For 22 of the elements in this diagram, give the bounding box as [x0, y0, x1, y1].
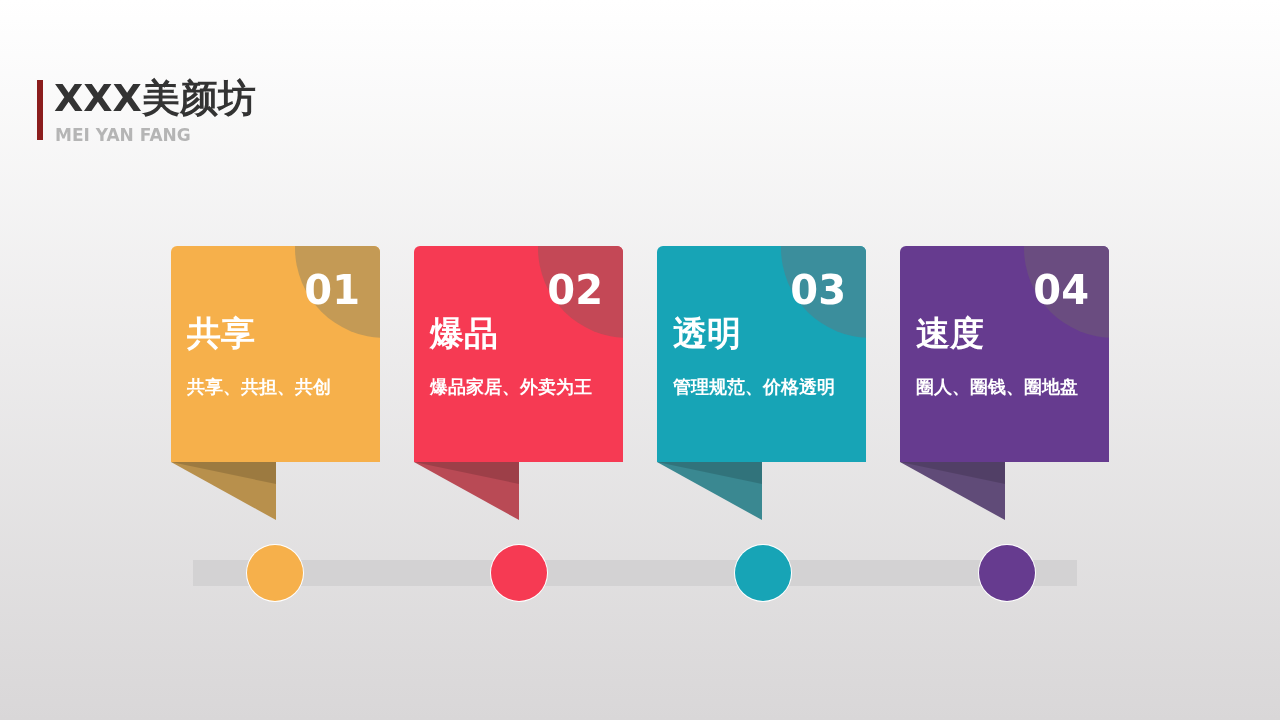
ribbon-card	[900, 246, 1109, 462]
card-heading: 爆品	[430, 312, 498, 354]
timeline-dot	[247, 545, 303, 601]
card-description: 爆品家居、外卖为王	[430, 375, 592, 399]
card-description: 管理规范、价格透明	[673, 375, 835, 399]
ribbon-card	[657, 246, 866, 462]
card-description: 共享、共担、共创	[187, 375, 331, 399]
card-heading: 透明	[673, 312, 741, 354]
card-heading: 速度	[916, 312, 984, 354]
ribbon-card	[171, 246, 380, 462]
step-number: 04	[1033, 266, 1089, 314]
step-number: 01	[304, 266, 360, 314]
subtitle: MEI YAN FANG	[55, 124, 191, 146]
step-number: 02	[547, 266, 603, 314]
ribbon-card	[414, 246, 623, 462]
card-heading: 共享	[187, 312, 255, 354]
card-description: 圈人、圈钱、圈地盘	[916, 375, 1078, 399]
timeline-dot	[979, 545, 1035, 601]
timeline-dot	[491, 545, 547, 601]
step-number: 03	[790, 266, 846, 314]
page-title: XXX美颜坊	[54, 75, 256, 122]
timeline-dot	[735, 545, 791, 601]
